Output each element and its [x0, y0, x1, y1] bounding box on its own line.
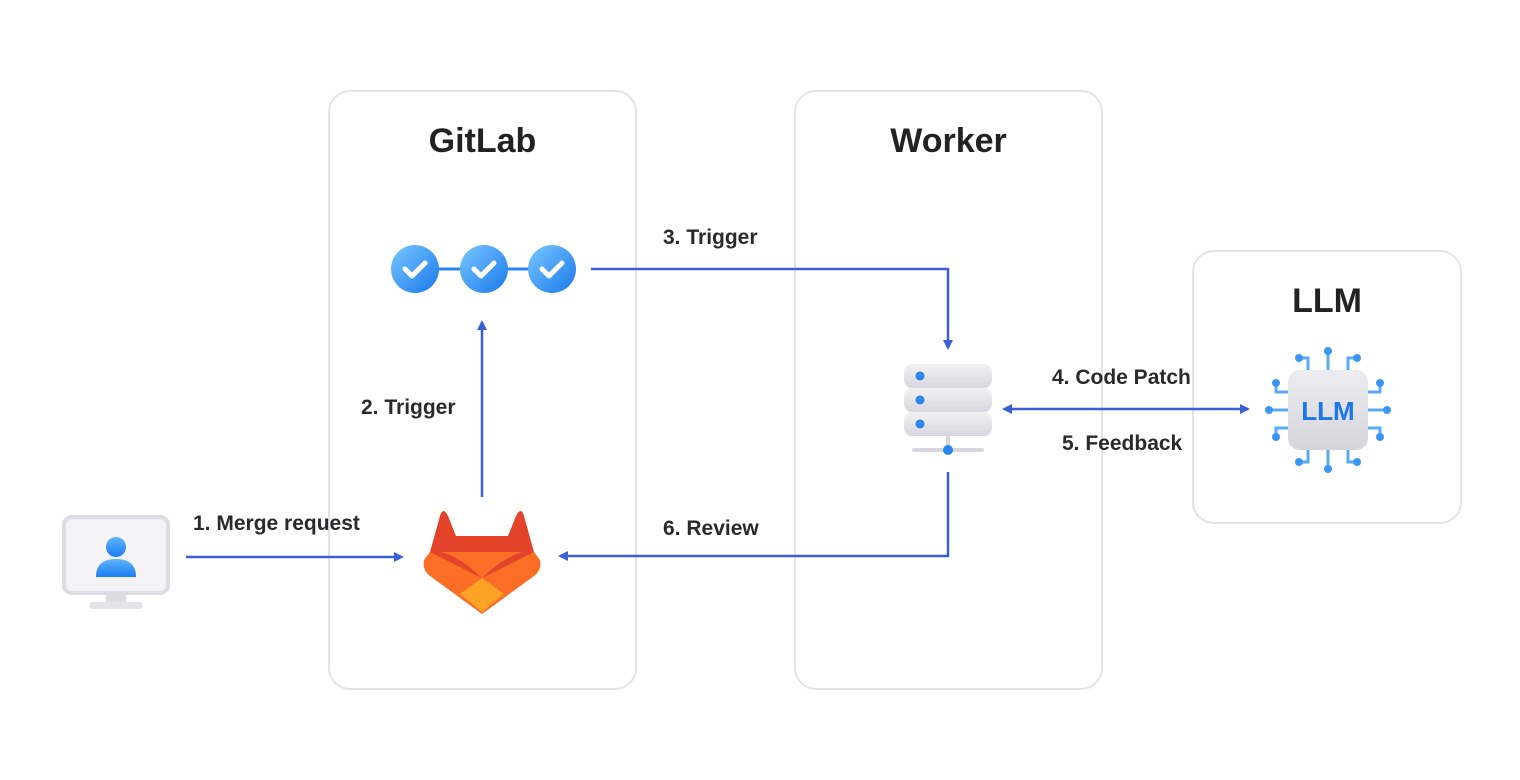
- step-4-label: 4. Code Patch: [1052, 366, 1191, 389]
- step-5-label: 5. Feedback: [1062, 432, 1183, 455]
- llm-panel-title: LLM: [1292, 282, 1362, 320]
- check-circle-icon: [528, 245, 576, 293]
- gitlab-panel-title: GitLab: [428, 122, 537, 160]
- check-circle-icon: [460, 245, 508, 293]
- worker-panel-title: Worker: [890, 122, 1007, 160]
- step-2-label: 2. Trigger: [361, 396, 456, 419]
- user-monitor-icon: [62, 515, 170, 609]
- pipeline-checks-icon: [391, 245, 576, 293]
- check-circle-icon: [391, 245, 439, 293]
- llm-chip-icon: LLM: [1265, 347, 1391, 473]
- arrow-trigger-worker: [591, 267, 953, 350]
- step-1-label: 1. Merge request: [193, 512, 360, 535]
- gitlab-logo-icon: [423, 511, 541, 614]
- step-6-label: 6. Review: [663, 517, 759, 540]
- step-3-label: 3. Trigger: [663, 226, 758, 249]
- llm-chip-text: LLM: [1301, 396, 1354, 426]
- arrow-review: [558, 472, 950, 561]
- server-icon: [904, 364, 992, 455]
